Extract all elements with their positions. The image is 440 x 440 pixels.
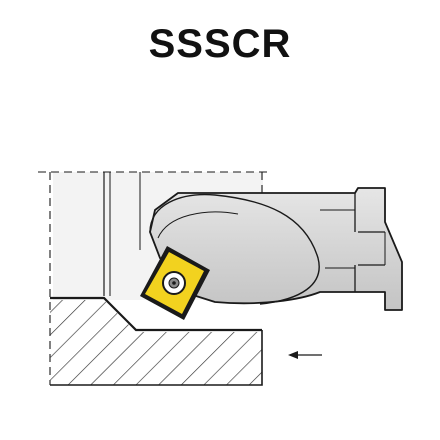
title: SSSCR <box>148 22 292 66</box>
arrow-left-icon <box>288 351 322 359</box>
reference-lines <box>38 171 272 385</box>
tool-holder <box>149 187 403 311</box>
insert <box>140 246 210 320</box>
workpiece-section <box>50 296 263 386</box>
